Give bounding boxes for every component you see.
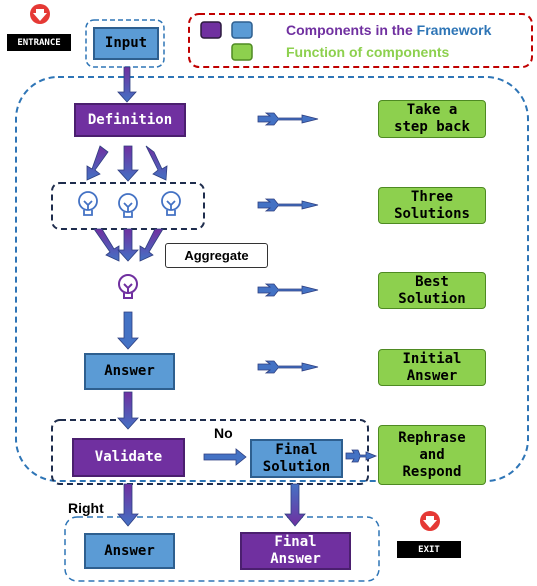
function-rephrase-respond: Rephrase and Respond (378, 425, 486, 485)
function-initial-answer: Initial Answer (378, 349, 486, 386)
lightbulb-icon-3 (161, 191, 181, 216)
legend-components-text: Components in the Framework (286, 22, 491, 38)
exit-answer-node: Answer (84, 533, 175, 569)
legend-box (188, 13, 533, 68)
entrance-down-arrow-icon (30, 4, 50, 24)
input-node: Input (93, 27, 159, 60)
function-link-icons (257, 112, 378, 463)
legend-framework-part: Framework (416, 22, 492, 38)
solutions-container (51, 182, 205, 230)
definition-node: Definition (74, 103, 186, 137)
final-answer-node: Final Answer (240, 532, 351, 570)
exit-down-arrow-icon (420, 511, 440, 531)
validate-container (51, 419, 369, 485)
edge-label-right: Right (68, 500, 104, 516)
lightbulb-icon-2 (118, 193, 138, 218)
legend-swatch-blue (231, 21, 253, 39)
lightbulb-icon-1 (78, 191, 98, 216)
aggregate-label: Aggregate (165, 243, 268, 268)
legend-components-part: Components in the (286, 22, 417, 38)
function-three-solutions: Three Solutions (378, 187, 486, 224)
legend-swatch-purple (200, 21, 222, 39)
function-step-back: Take a step back (378, 100, 486, 138)
legend-functions-text: Function of components (286, 44, 450, 60)
edge-label-no: No (214, 425, 233, 441)
entrance-label: ENTRANCE (7, 34, 71, 51)
best-lightbulb-icon (118, 274, 138, 299)
exit-label: EXIT (397, 541, 461, 558)
function-best-solution: Best Solution (378, 272, 486, 309)
final-solution-node: Final Solution (250, 439, 343, 478)
legend-swatch-green (231, 43, 253, 61)
flow-arrows (86, 66, 306, 527)
exit-container (64, 516, 380, 582)
answer-node: Answer (84, 353, 175, 390)
framework-boundary (15, 76, 529, 482)
validate-node: Validate (72, 438, 185, 477)
